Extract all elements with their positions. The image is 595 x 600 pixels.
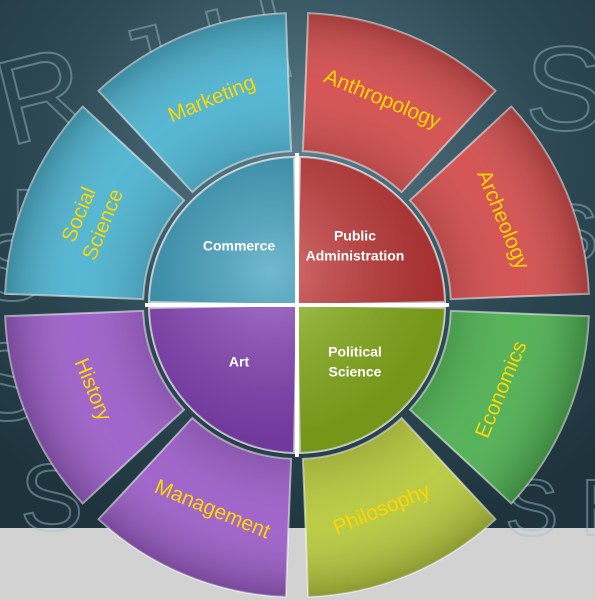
outer-segment-shade <box>409 106 589 300</box>
inner-labels: Commerce PublicAdministrationPoliticalSci… <box>203 228 405 380</box>
outer-segment-shade <box>302 417 496 597</box>
outer-segment-shade <box>5 106 185 300</box>
inner-segment-label: Public <box>334 228 376 244</box>
inner-segment-shade <box>297 305 445 453</box>
inner-segment-shade <box>149 305 297 453</box>
inner-segment-label: Art <box>229 354 250 370</box>
outer-segment-shade <box>98 13 292 193</box>
inner-segment-label: Administration <box>306 248 405 264</box>
inner-segment-label: Science <box>329 364 382 380</box>
outer-ring <box>4 12 590 598</box>
inner-segment-shade <box>297 157 445 305</box>
outer-segment-shade <box>5 310 185 504</box>
inner-segment-label: Commerce <box>203 238 276 254</box>
outer-segment-shade <box>302 13 496 193</box>
inner-ring <box>145 153 449 457</box>
outer-segment-shade <box>98 417 292 597</box>
inner-segment-shade <box>149 157 297 305</box>
bg-letter: S <box>525 22 595 156</box>
background-strip <box>0 528 595 600</box>
outer-segment-shade <box>409 310 589 504</box>
inner-segment-label: Political <box>328 344 382 360</box>
